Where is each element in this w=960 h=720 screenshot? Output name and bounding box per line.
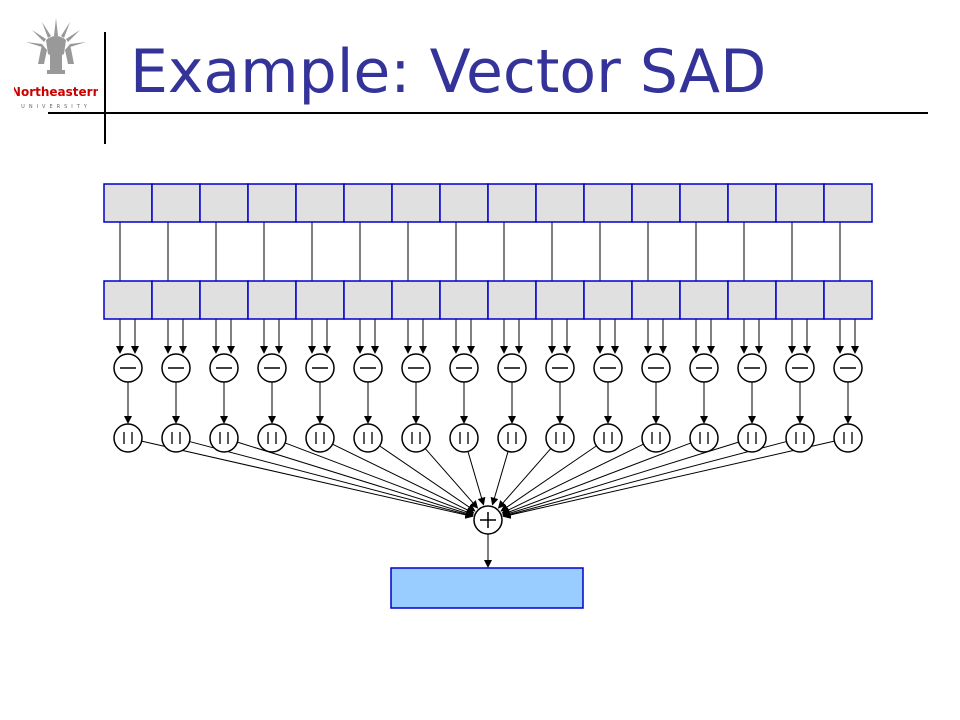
- register-a-cell: [775, 183, 825, 223]
- wire-abs-to-sum: [284, 442, 474, 516]
- register-a-cell: [439, 183, 489, 223]
- register-a-cell: [631, 183, 681, 223]
- register-a-cell: [295, 183, 345, 223]
- abs-unit: [353, 423, 383, 453]
- register-b-cell: [487, 280, 537, 320]
- wire-abs-to-sum: [141, 440, 474, 519]
- wire-abs-to-sum: [501, 443, 644, 514]
- register-b-cell: [823, 280, 873, 320]
- abs-unit: [737, 423, 767, 453]
- abs-unit: [161, 423, 191, 453]
- wire-abs-to-sum: [467, 451, 486, 506]
- abs-unit: [497, 423, 527, 453]
- register-a-cell: [679, 183, 729, 223]
- wire-abs-to-sum: [424, 448, 479, 509]
- register-b-cell: [391, 280, 441, 320]
- register-b-cell: [679, 280, 729, 320]
- result-register: [390, 567, 584, 609]
- wire-abs-to-sum: [502, 441, 739, 517]
- logo-wordmark: Northeastern: [14, 85, 98, 99]
- wire-abs-to-sum: [379, 445, 476, 512]
- abs-unit: [257, 423, 287, 453]
- register-b-cell: [727, 280, 777, 320]
- register-b-cell: [775, 280, 825, 320]
- register-a-cell: [535, 183, 585, 223]
- northeastern-logo: Northeastern UNIVERSITY: [11, 14, 101, 114]
- logo-subtitle: UNIVERSITY: [21, 104, 91, 110]
- register-a-cell: [151, 183, 201, 223]
- wire-abs-to-sum: [500, 445, 597, 512]
- abs-unit: [545, 423, 575, 453]
- abs-unit: [833, 423, 863, 453]
- header-vertical-rule: [104, 32, 106, 144]
- register-a-cell: [727, 183, 777, 223]
- register-a-cell: [583, 183, 633, 223]
- register-a-cell: [247, 183, 297, 223]
- wire-abs-to-sum: [332, 443, 475, 514]
- wire-abs-to-sum: [502, 440, 835, 519]
- abs-unit: [449, 423, 479, 453]
- register-b-cell: [583, 280, 633, 320]
- register-b-cell: [247, 280, 297, 320]
- abs-unit: [113, 423, 143, 453]
- register-b-cell: [343, 280, 393, 320]
- register-b-cell: [295, 280, 345, 320]
- register-b-cell: [439, 280, 489, 320]
- register-b-cell: [631, 280, 681, 320]
- wire-abs-to-sum: [237, 441, 474, 517]
- register-b-cell: [103, 280, 153, 320]
- abs-unit: [305, 423, 335, 453]
- wire-abs-to-sum: [189, 441, 474, 519]
- abs-unit: [401, 423, 431, 453]
- register-a-cell: [391, 183, 441, 223]
- register-a-cell: [199, 183, 249, 223]
- register-a-cell: [103, 183, 153, 223]
- register-b-cell: [199, 280, 249, 320]
- wire-abs-to-sum: [497, 448, 552, 509]
- wire-abs-to-sum: [502, 442, 692, 516]
- register-a-cell: [343, 183, 393, 223]
- wire-abs-to-sum: [490, 451, 509, 506]
- header-horizontal-rule: [48, 112, 928, 114]
- abs-unit: [209, 423, 239, 453]
- wire-abs-to-sum: [502, 441, 787, 519]
- abs-unit: [785, 423, 815, 453]
- register-b-cell: [535, 280, 585, 320]
- register-b-cell: [151, 280, 201, 320]
- register-a-cell: [823, 183, 873, 223]
- abs-unit: [641, 423, 671, 453]
- abs-unit: [593, 423, 623, 453]
- register-a-cell: [487, 183, 537, 223]
- abs-unit: [689, 423, 719, 453]
- page-title: Example: Vector SAD: [130, 37, 767, 107]
